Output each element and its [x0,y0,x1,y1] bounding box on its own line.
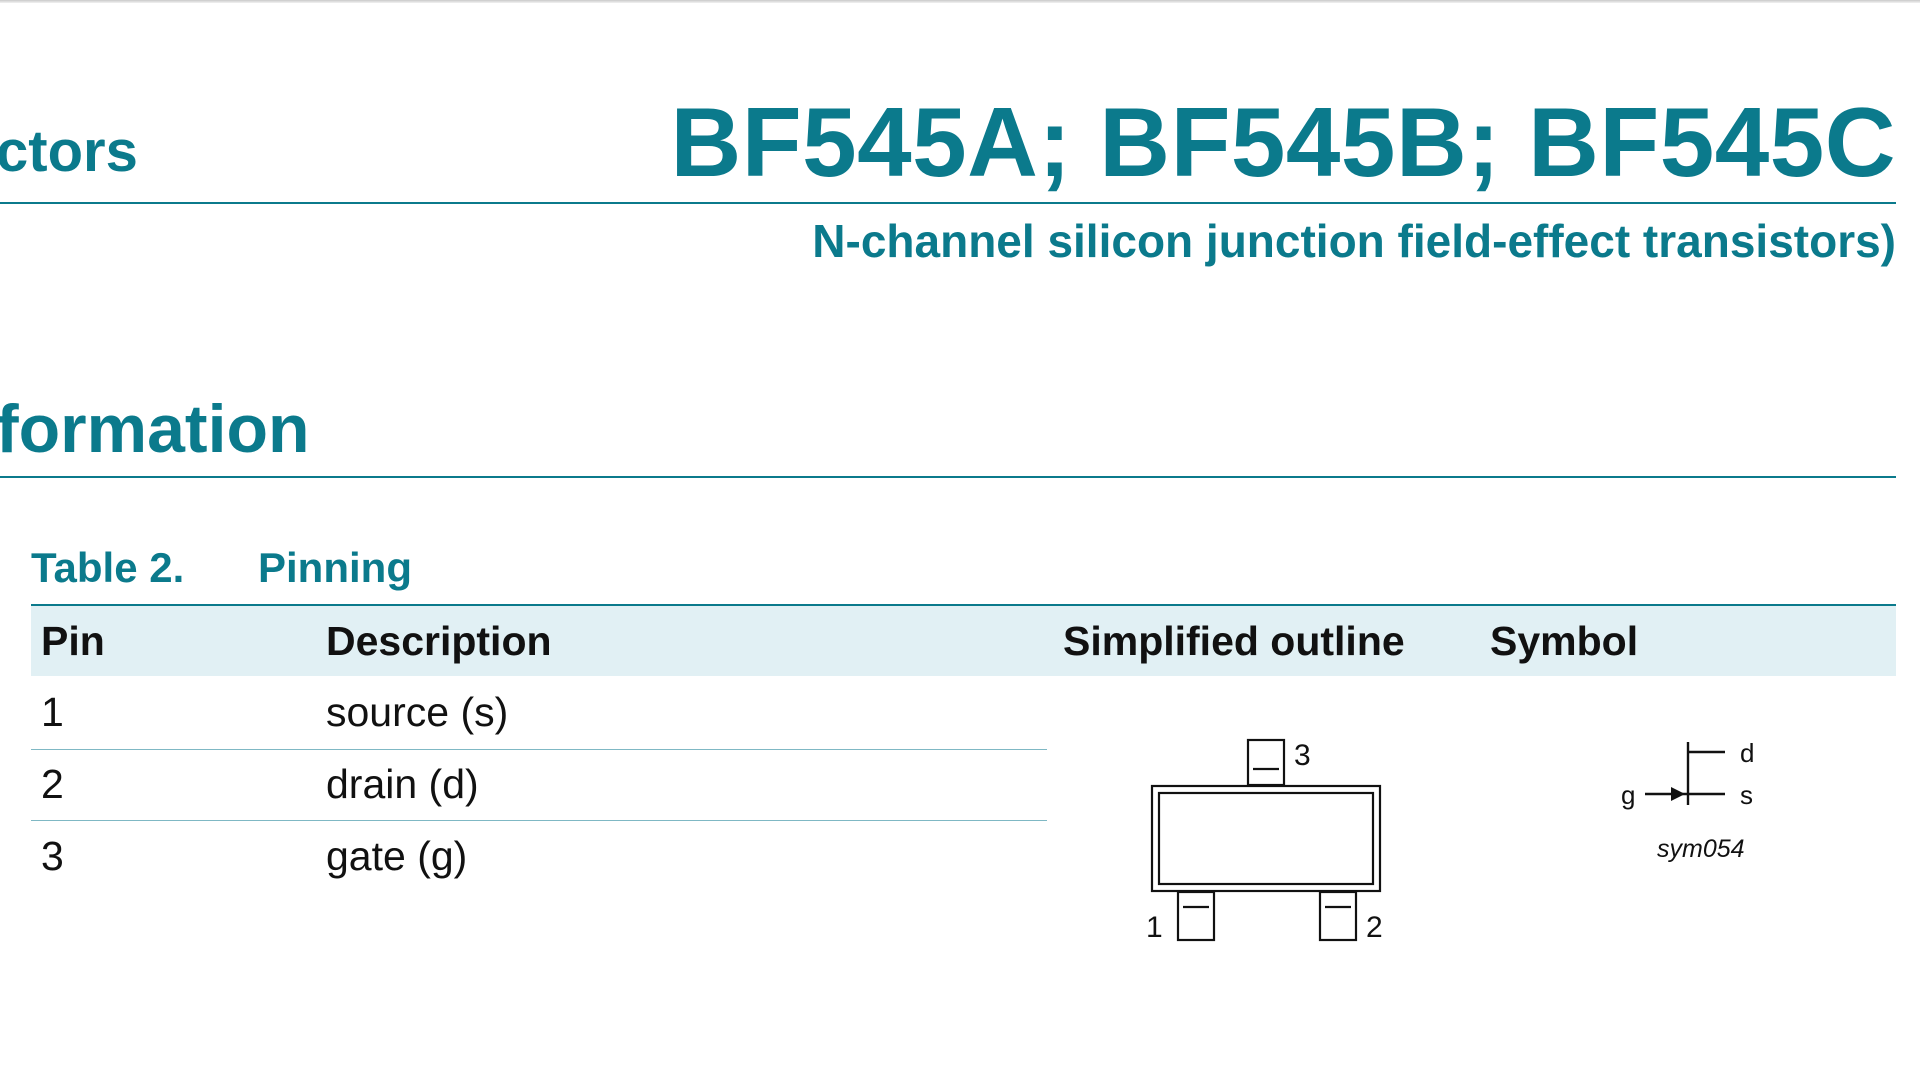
table-cell-description: drain (d) [326,761,479,807]
table-top-rule [31,604,1896,606]
section-rule [0,476,1896,478]
section-heading: formation [0,391,310,467]
column-header-symbol: Symbol [1490,618,1639,664]
column-header-pin: Pin [41,618,105,664]
table-title: Pinning [258,544,412,591]
symbol-label-drain: d [1740,738,1754,768]
outline-pin-label: 3 [1294,739,1311,772]
table-cell-pin: 1 [41,689,64,735]
package-outline-drawing: 3 1 2 [1146,738,1383,944]
table-cell-pin: 3 [41,833,64,879]
outline-pin-label: 2 [1366,911,1383,944]
table-header-band [31,606,1896,676]
document-title: BF545A; BF545B; BF545C [670,87,1896,197]
jfet-symbol-drawing: d s g sym054 [1621,738,1754,863]
title-rule [0,202,1896,204]
top-edge [0,0,1920,3]
row-divider [31,749,1047,750]
row-divider [31,820,1047,821]
header-left-fragment: ctors [0,119,138,184]
table-cell-pin: 2 [41,761,64,807]
table-cell-description: source (s) [326,689,509,735]
symbol-caption: sym054 [1657,835,1745,863]
document-subtitle: N-channel silicon junction field-effect … [812,215,1896,267]
column-header-description: Description [326,618,552,664]
outline-pin-label: 1 [1146,911,1163,944]
column-header-outline: Simplified outline [1063,618,1405,664]
symbol-label-gate: g [1621,780,1635,810]
table-label: Table 2. [31,544,185,591]
symbol-label-source: s [1740,780,1753,810]
table-cell-description: gate (g) [326,833,468,879]
